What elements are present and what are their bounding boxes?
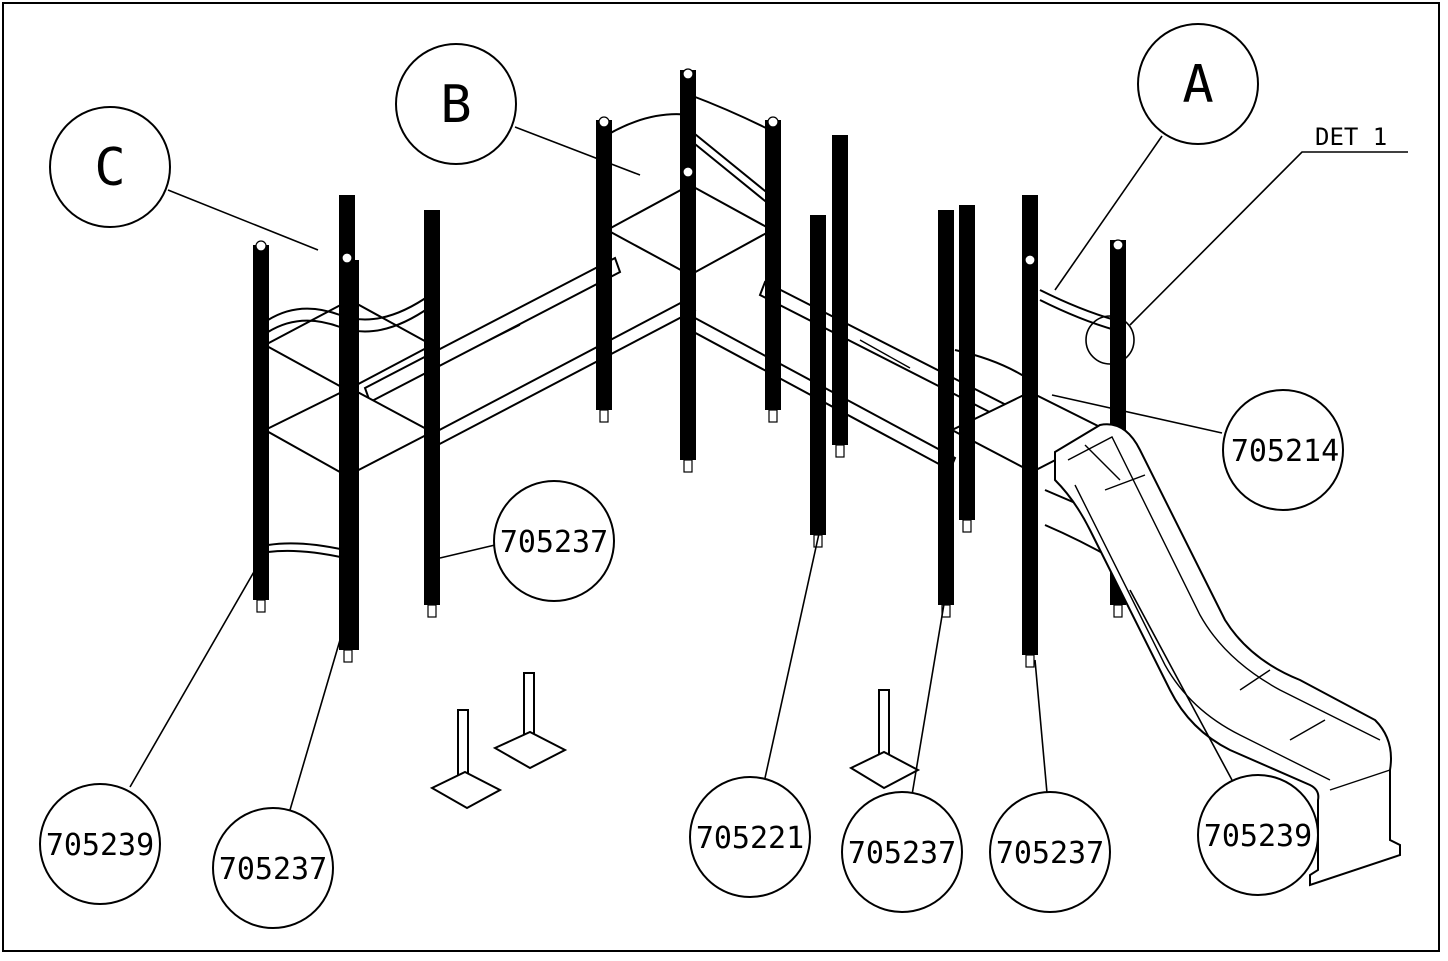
callout-705237-mid: 705237 [493,480,615,602]
ground-anchor [492,672,568,770]
callout-705239-right: 705239 [1197,774,1319,896]
callout-b: B [395,43,517,165]
post [810,215,826,535]
post [424,210,440,605]
callout-705221: 705221 [689,776,811,898]
callout-705237-center: 705237 [841,791,963,913]
callout-705214-label: 705214 [1231,434,1339,469]
ground-anchor [848,689,921,790]
callout-705214: 705214 [1222,389,1344,511]
callout-705237-mid-label: 705237 [500,525,608,560]
callout-705239-left-label: 705239 [46,828,154,863]
post [345,260,359,650]
callout-705237-left: 705237 [212,807,334,929]
callout-c: C [49,106,171,228]
play-structure [253,68,1401,887]
leader-lines [129,126,1408,811]
detail-label: DET 1 [1315,123,1387,151]
post [680,70,696,460]
callout-705239-left: 705239 [39,783,161,905]
callout-b-label: B [440,75,471,135]
posts [253,70,1126,655]
callout-a-label: A [1182,55,1213,115]
callout-705237-center-label: 705237 [848,836,956,871]
post [765,120,781,410]
post [1022,195,1038,655]
post-caps [255,68,1124,266]
post [938,210,954,605]
callout-705239-right-label: 705239 [1204,819,1312,854]
callout-c-label: C [94,138,125,198]
post [832,135,848,445]
ground-anchor [429,709,503,810]
post [959,205,975,520]
callout-705237-right: 705237 [989,791,1111,913]
post [253,245,269,600]
callout-705237-right-label: 705237 [996,836,1104,871]
detail-circle [1085,315,1135,365]
callout-705221-label: 705221 [696,821,804,856]
callout-705237-left-label: 705237 [219,852,327,887]
slide [1054,423,1401,887]
post [596,120,612,410]
callout-a: A [1137,23,1259,145]
